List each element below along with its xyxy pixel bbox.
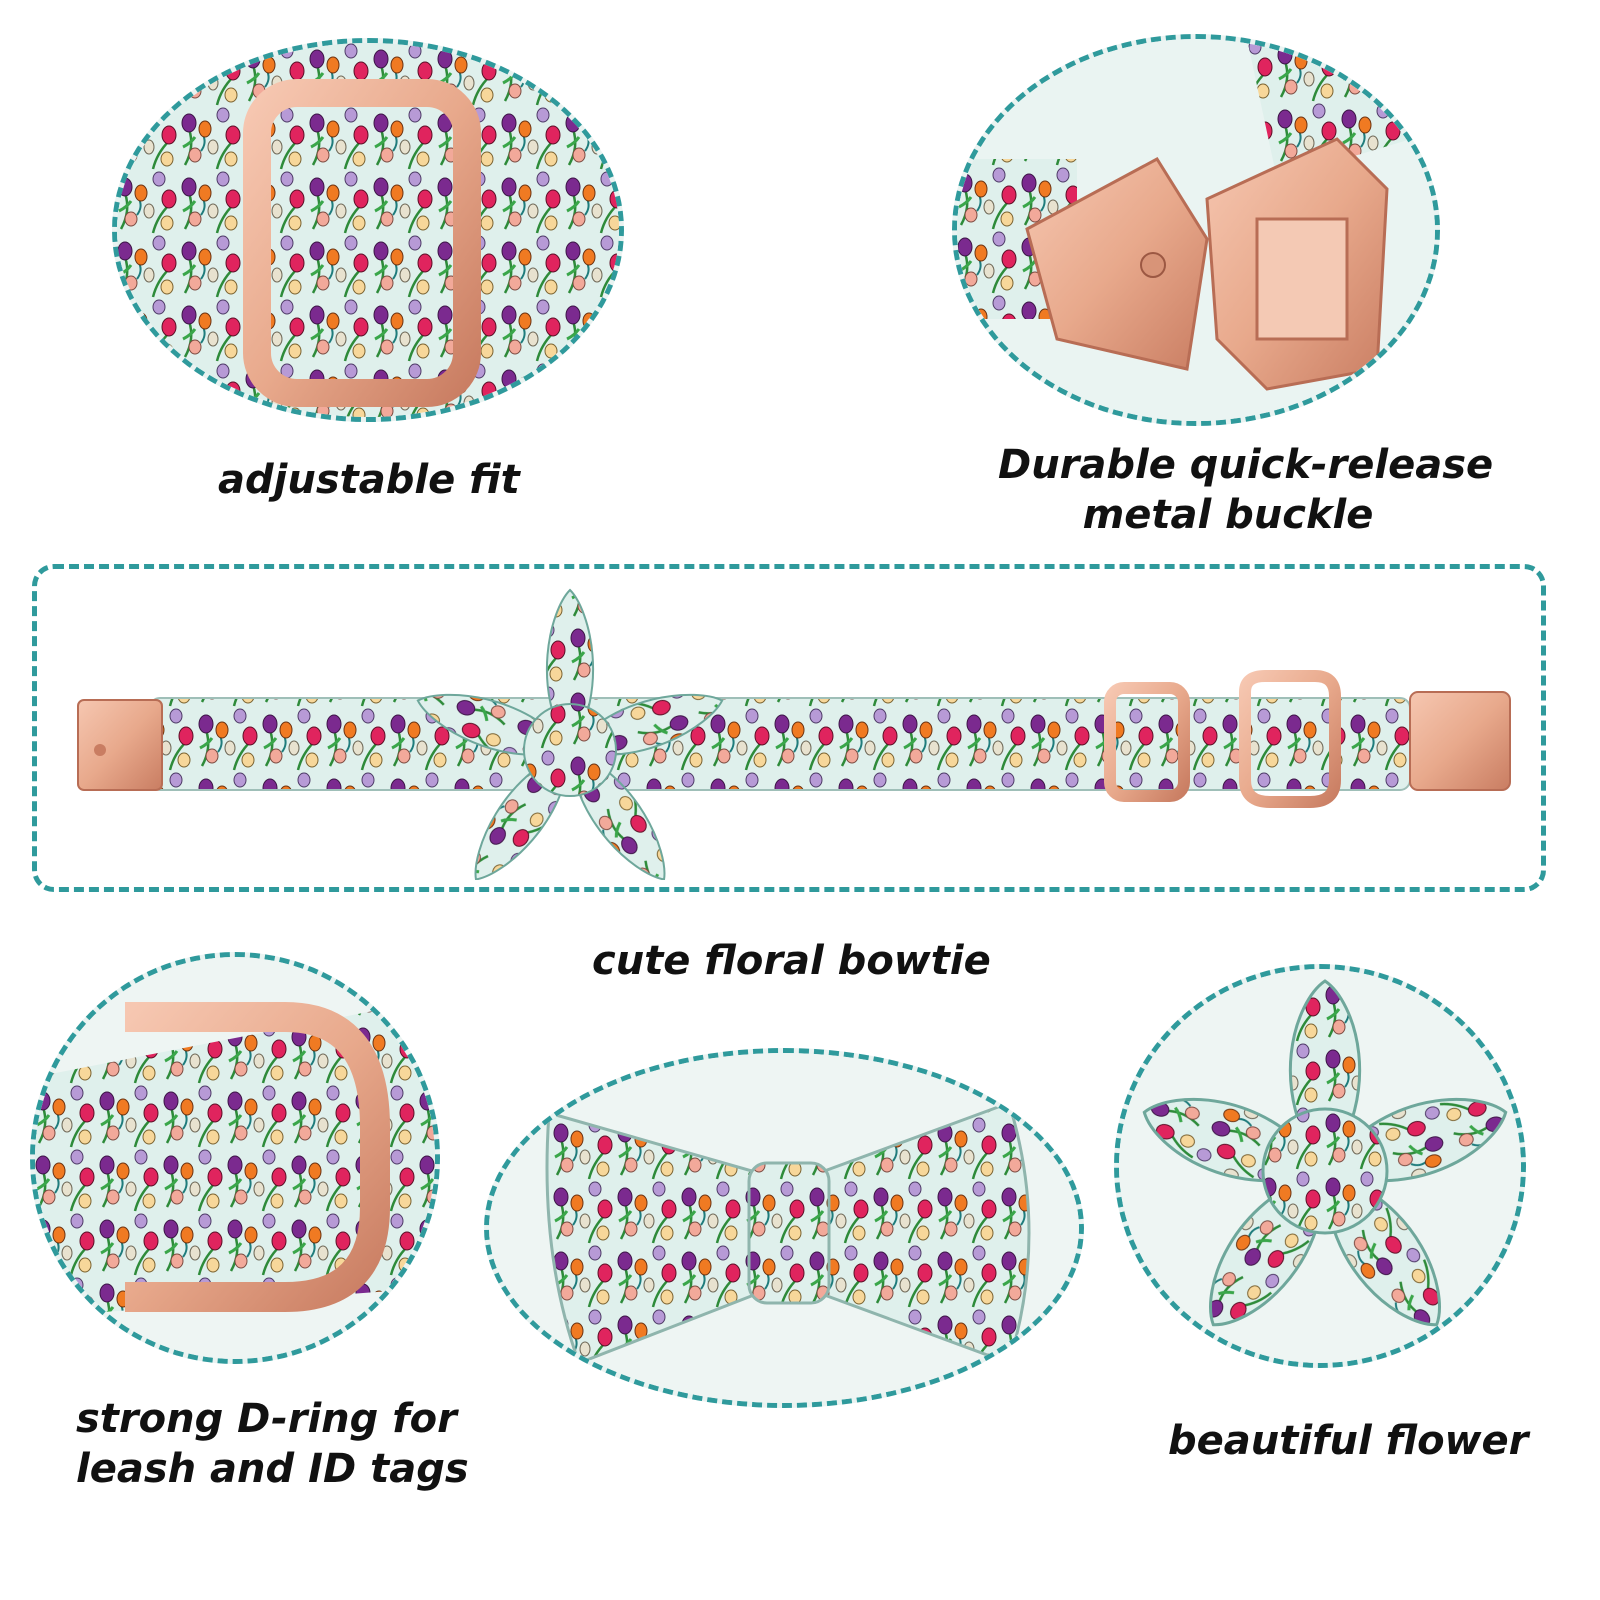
d-ring-illustration (35, 957, 435, 1359)
d-ring-caption-line1: strong D-ring for (76, 1396, 457, 1442)
collar-right-buckle (1409, 691, 1511, 791)
collar-illustration (77, 588, 1511, 880)
adjustable-fit-caption: adjustable fit (218, 457, 520, 503)
collar-slide (1104, 682, 1190, 802)
flower-illustration (1119, 969, 1521, 1363)
bowtie-caption: cute floral bowtie (592, 938, 991, 984)
metal-buckle-photo (952, 34, 1440, 426)
flower-photo (1114, 964, 1526, 1368)
collar-d-ring (1239, 670, 1341, 808)
buckle-caption-line2: metal buckle (1082, 492, 1374, 538)
buckle-caption-line1: Durable quick-release (998, 442, 1494, 488)
bowtie-photo (484, 1048, 1084, 1408)
d-ring-caption-line2: leash and ID tags (76, 1446, 469, 1492)
d-ring-photo (30, 952, 440, 1364)
buckle-caption: Durable quick-release metal buckle (998, 440, 1494, 540)
d-ring-caption: strong D-ring for leash and ID tags (76, 1394, 469, 1494)
adjustable-fit-photo (112, 38, 624, 422)
quick-release-buckle-illustration (957, 39, 1435, 421)
collar-frame (32, 564, 1546, 892)
flower-caption: beautiful flower (1168, 1418, 1529, 1464)
slide-buckle-illustration (117, 43, 619, 417)
collar-flower (416, 588, 724, 880)
bowtie-illustration (489, 1053, 1079, 1403)
collar-left-buckle (77, 699, 163, 791)
